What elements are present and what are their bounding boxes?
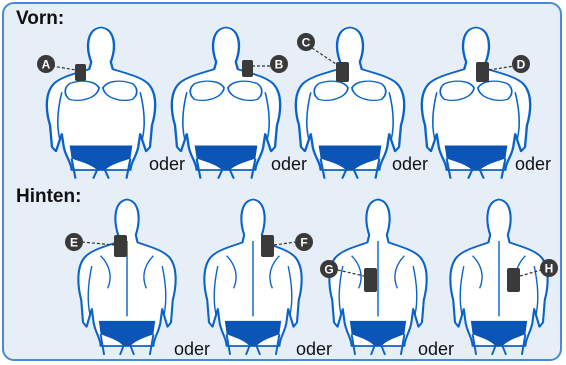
electrode-pad xyxy=(75,64,86,81)
separator-oder: oder xyxy=(149,154,185,174)
marker-a: A xyxy=(37,55,55,73)
marker-b: B xyxy=(270,55,288,73)
separator-oder: oder xyxy=(174,339,210,359)
separator-oder: oder xyxy=(418,339,454,359)
svg-text:B: B xyxy=(275,58,284,72)
separator-oder: oder xyxy=(296,339,332,359)
front-figure-3: C xyxy=(296,27,404,178)
svg-text:G: G xyxy=(324,263,333,277)
marker-c: C xyxy=(297,33,315,51)
svg-text:E: E xyxy=(70,236,78,250)
electrode-pad xyxy=(364,268,377,292)
svg-text:A: A xyxy=(42,58,51,72)
electrode-pad xyxy=(507,268,520,292)
separator-oder: oder xyxy=(271,154,307,174)
back-figure-2: F xyxy=(204,199,313,354)
back-figure-1: E xyxy=(65,199,176,354)
separator-oder: oder xyxy=(392,154,428,174)
marker-h: H xyxy=(540,259,558,277)
electrode-pad xyxy=(336,62,349,82)
svg-text:H: H xyxy=(545,262,554,276)
marker-f: F xyxy=(295,233,313,251)
electrode-pad xyxy=(261,235,274,257)
back-figure-3: G xyxy=(320,199,427,354)
front-figure-1: A xyxy=(37,27,155,178)
electrode-pad xyxy=(242,60,253,77)
front-figure-4: D xyxy=(422,27,530,178)
back-figure-4: H xyxy=(450,199,558,354)
electrode-pad xyxy=(114,235,127,257)
separator-oder: oder xyxy=(515,154,551,174)
marker-g: G xyxy=(320,260,338,278)
electrode-pad xyxy=(476,62,489,82)
marker-d: D xyxy=(512,55,530,73)
svg-text:D: D xyxy=(517,58,526,72)
svg-text:F: F xyxy=(300,236,307,250)
marker-e: E xyxy=(65,233,83,251)
svg-text:C: C xyxy=(302,36,311,50)
